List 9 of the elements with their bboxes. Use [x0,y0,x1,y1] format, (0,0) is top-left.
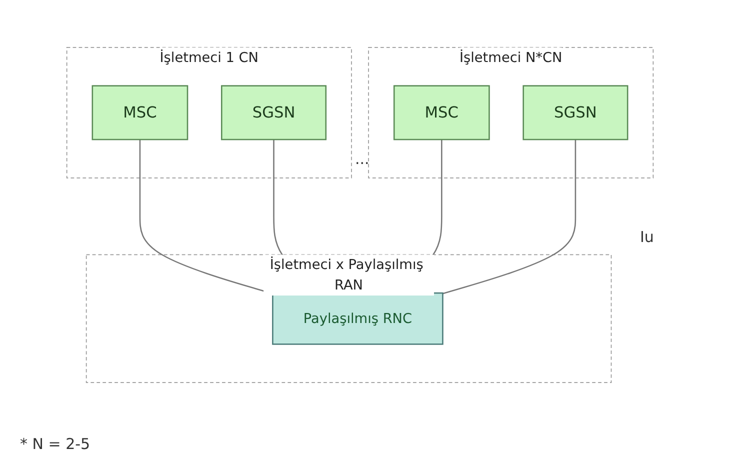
node-box: SGSN [220,85,327,140]
node-box: Paylaşılmış RNC [272,292,444,345]
interface-label: Iu [640,228,654,246]
node-box: MSC [393,85,490,140]
node-box: SGSN [522,85,628,140]
ellipsis-text: ... [355,150,370,168]
node-box: MSC [92,85,188,140]
connector [442,140,576,294]
footnote: * N = 2-5 [20,435,90,453]
